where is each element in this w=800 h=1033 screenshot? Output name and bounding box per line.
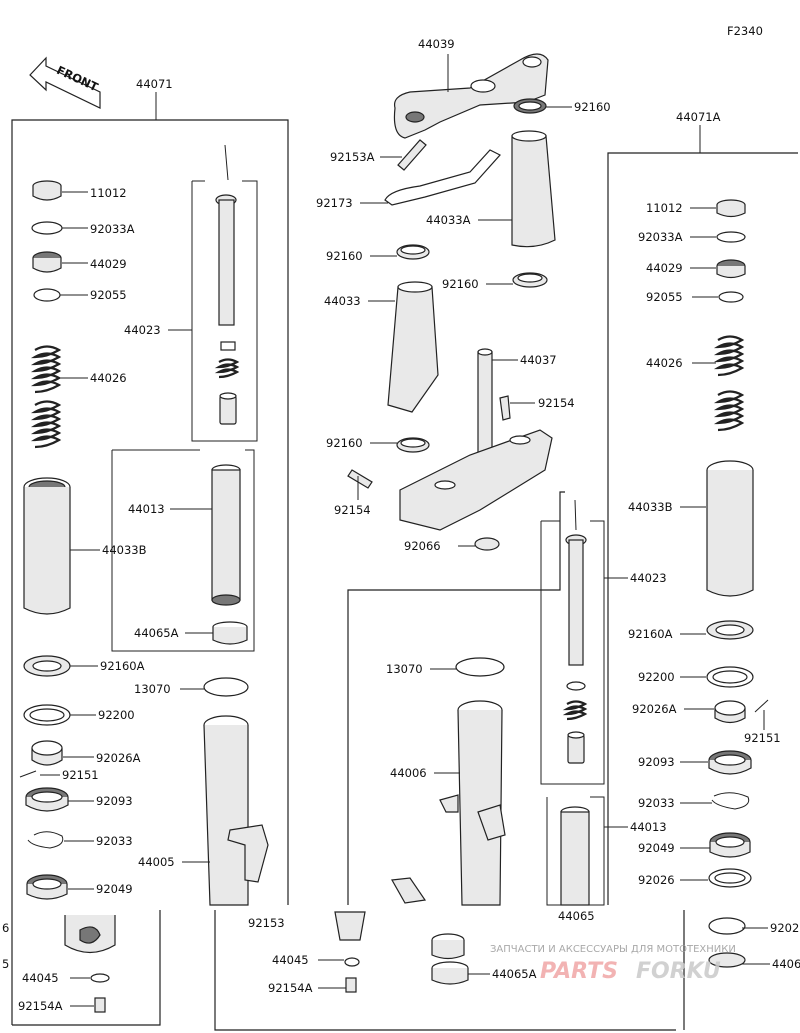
label-92055-right: 92055 (646, 290, 683, 304)
label-44013-right: 44013 (630, 820, 667, 834)
watermark-brand-right: FORKU (636, 959, 721, 984)
label-92160A-left: 92160A (100, 659, 145, 673)
label-92200-right: 92200 (638, 670, 675, 684)
label-92033A-left: 92033A (90, 222, 135, 236)
label-44065A-left: 44065A (134, 626, 179, 640)
label-44005: 44005 (138, 855, 175, 869)
label-44037: 44037 (520, 353, 557, 367)
label-92160-left-2: 92160 (326, 436, 363, 450)
label-44039: 44039 (418, 37, 455, 51)
label-44029-left: 44029 (90, 257, 127, 271)
label-44065A-center: 44065A (492, 967, 537, 981)
watermark-caption: ЗАПЧАСТИ И АКСЕССУАРЫ ДЛЯ МОТОТЕХНИКИ (490, 944, 736, 955)
label-92055-left: 92055 (90, 288, 127, 302)
label-92160A-right: 92160A (628, 627, 673, 641)
label-44045-left: 44045 (22, 971, 59, 985)
label-92026A-left: 92026A (96, 751, 141, 765)
label-92033-right: 92033 (638, 796, 675, 810)
label-44065-cut: 44065 (558, 909, 595, 923)
watermark-brand-left: PARTS (540, 959, 618, 984)
label-92049-right: 92049 (638, 841, 675, 855)
label-11012-left: 11012 (90, 186, 127, 200)
assembly-frames (11, 92, 798, 1031)
label-44026-left: 44026 (90, 371, 127, 385)
label-13070-left: 13070 (134, 682, 171, 696)
right-fork-parts (560, 199, 769, 968)
label-44029-right: 44029 (646, 261, 683, 275)
label-44033B-left: 44033B (102, 543, 147, 557)
label-92153-cut: 92153 (248, 916, 285, 930)
label-44023-left: 44023 (124, 323, 161, 337)
label-13070-center: 13070 (386, 662, 423, 676)
label-92026A-right: 92026A (632, 702, 677, 716)
label-44006: 44006 (390, 766, 427, 780)
label-92026-right: 92026 (638, 873, 675, 887)
label-9202-cut: 9202 (770, 921, 799, 935)
label-92093-right: 92093 (638, 755, 675, 769)
label-44071A: 44071A (676, 110, 721, 124)
label-92153A-top: 92153A (330, 150, 375, 164)
label-92173: 92173 (316, 196, 353, 210)
label-92200-left: 92200 (98, 708, 135, 722)
figure-code: F2340 (727, 24, 763, 38)
watermark: ЗАПЧАСТИ И АКСЕССУАРЫ ДЛЯ МОТОТЕХНИКИ PA… (490, 944, 736, 984)
label-92154-left: 92154 (334, 503, 371, 517)
leader-lines (40, 54, 770, 1007)
label-44013-left: 44013 (128, 502, 165, 516)
part-labels: 44071 44071A 44039 92160 92153A 92173 44… (2, 37, 800, 1013)
label-92066: 92066 (404, 539, 441, 553)
left-fork-parts (19, 144, 269, 1013)
label-92154-right: 92154 (538, 396, 575, 410)
label-44071: 44071 (136, 77, 173, 91)
label-92093-left: 92093 (96, 794, 133, 808)
label-44033B-right: 44033B (628, 500, 673, 514)
label-92160-left-1: 92160 (326, 249, 363, 263)
label-92160-top: 92160 (574, 100, 611, 114)
center-steering-parts (334, 53, 556, 993)
label-44033A: 44033A (426, 213, 471, 227)
front-arrow: FRONT (29, 56, 101, 109)
label-92033-left: 92033 (96, 834, 133, 848)
label-44026-right: 44026 (646, 356, 683, 370)
label-92160-right-1: 92160 (442, 277, 479, 291)
label-6-cut: 6 (2, 921, 9, 935)
label-92151-left: 92151 (62, 768, 99, 782)
label-4406-cut: 4406 (772, 957, 800, 971)
label-11012-right: 11012 (646, 201, 683, 215)
label-44045-center: 44045 (272, 953, 309, 967)
label-92154A-center: 92154A (268, 981, 313, 995)
label-44033: 44033 (324, 294, 361, 308)
label-92049-left: 92049 (96, 882, 133, 896)
label-5-cut: 5 (2, 957, 9, 971)
label-92151-right: 92151 (744, 731, 781, 745)
label-92033A-right: 92033A (638, 230, 683, 244)
label-44023-right: 44023 (630, 571, 667, 585)
label-92154A-left: 92154A (18, 999, 63, 1013)
